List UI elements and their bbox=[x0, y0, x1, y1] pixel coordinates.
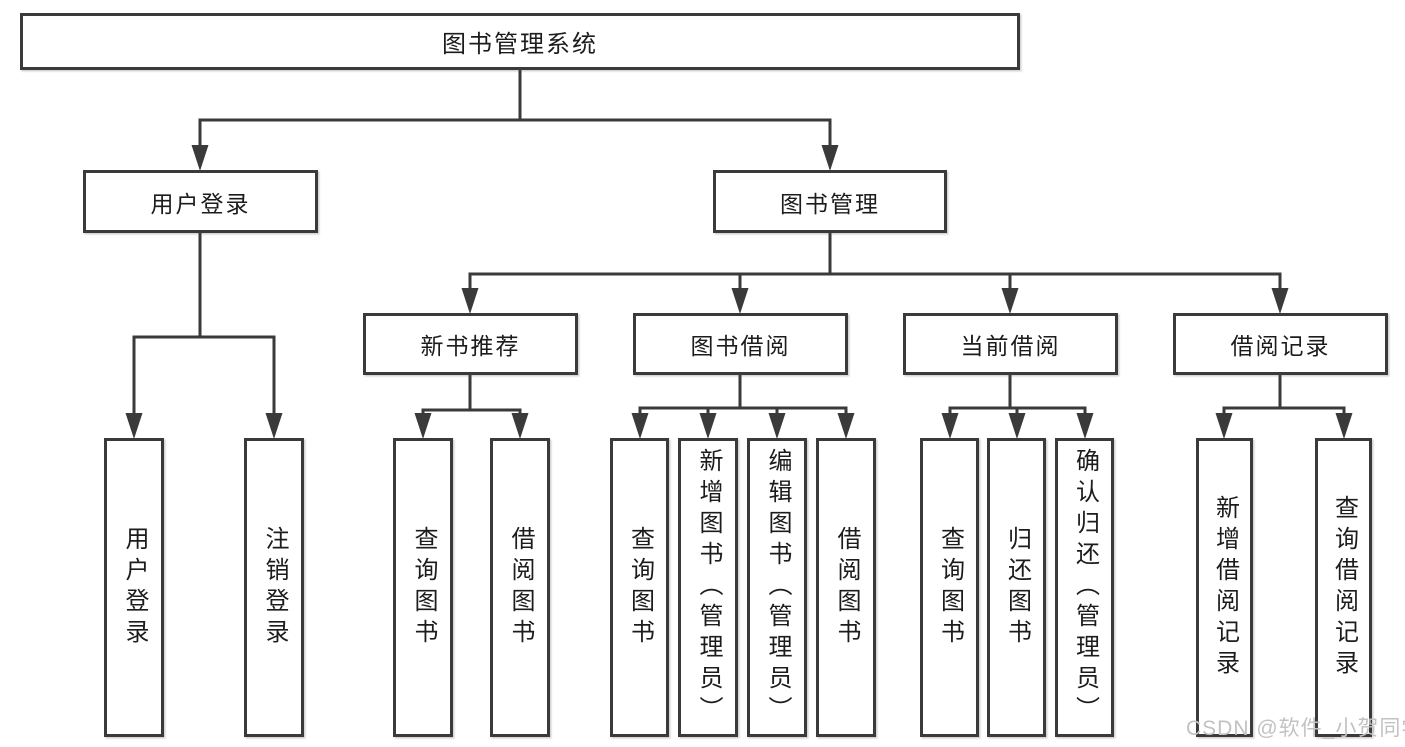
node-label: 借阅图书 bbox=[507, 525, 534, 650]
node-label: 编辑图书（管理员） bbox=[764, 448, 791, 727]
leaf-borrow-add-book-admin: 新增图书（管理员） bbox=[678, 438, 738, 737]
leaf-user-login: 用户登录 bbox=[104, 438, 164, 737]
node-label: 确认归还（管理员） bbox=[1071, 448, 1099, 727]
node-user-login: 用户登录 bbox=[83, 170, 318, 233]
node-label: 查询借阅记录 bbox=[1330, 494, 1358, 681]
leaf-records-query-record: 查询借阅记录 bbox=[1315, 438, 1372, 737]
leaf-current-confirm-return-admin: 确认归还（管理员） bbox=[1055, 438, 1114, 737]
leaf-logout: 注销登录 bbox=[244, 438, 304, 737]
node-label: 借阅图书 bbox=[833, 525, 860, 650]
node-label: 新增借阅记录 bbox=[1211, 494, 1239, 681]
node-borrowing-records: 借阅记录 bbox=[1173, 313, 1388, 375]
node-label: 查询图书 bbox=[936, 525, 964, 650]
node-label: 注销登录 bbox=[261, 525, 288, 650]
leaf-records-add-record: 新增借阅记录 bbox=[1196, 438, 1253, 737]
leaf-current-query-book: 查询图书 bbox=[920, 438, 979, 737]
leaf-current-return-book: 归还图书 bbox=[987, 438, 1046, 737]
node-label: 查询图书 bbox=[626, 525, 654, 650]
csdn-watermark: CSDN @软件_小贺同学 bbox=[1186, 717, 1405, 740]
leaf-recommend-borrow-book: 借阅图书 bbox=[490, 438, 550, 737]
node-label: 归还图书 bbox=[1003, 525, 1031, 650]
leaf-recommend-query-book: 查询图书 bbox=[393, 438, 453, 737]
node-current-borrowing: 当前借阅 bbox=[903, 313, 1118, 375]
node-book-management-system: 图书管理系统 bbox=[20, 13, 1020, 70]
leaf-borrow-query-book: 查询图书 bbox=[610, 438, 669, 737]
node-label: 新增图书（管理员） bbox=[695, 448, 722, 727]
node-label: 图书借阅 bbox=[690, 333, 791, 359]
node-book-management: 图书管理 bbox=[713, 170, 947, 233]
node-label: 借阅记录 bbox=[1230, 333, 1331, 359]
node-label: 图书管理 bbox=[780, 190, 880, 217]
node-label: 查询图书 bbox=[410, 525, 437, 650]
leaf-borrow-borrow-book: 借阅图书 bbox=[816, 438, 876, 737]
node-label: 图书管理系统 bbox=[442, 31, 598, 58]
node-label: 新书推荐 bbox=[420, 333, 521, 359]
node-label: 用户登录 bbox=[121, 525, 148, 650]
node-label: 用户登录 bbox=[150, 190, 251, 217]
node-label: 当前借阅 bbox=[960, 333, 1061, 359]
node-book-borrowing: 图书借阅 bbox=[633, 313, 848, 375]
leaf-borrow-edit-book-admin: 编辑图书（管理员） bbox=[747, 438, 807, 737]
node-new-book-recommendation: 新书推荐 bbox=[363, 313, 578, 375]
